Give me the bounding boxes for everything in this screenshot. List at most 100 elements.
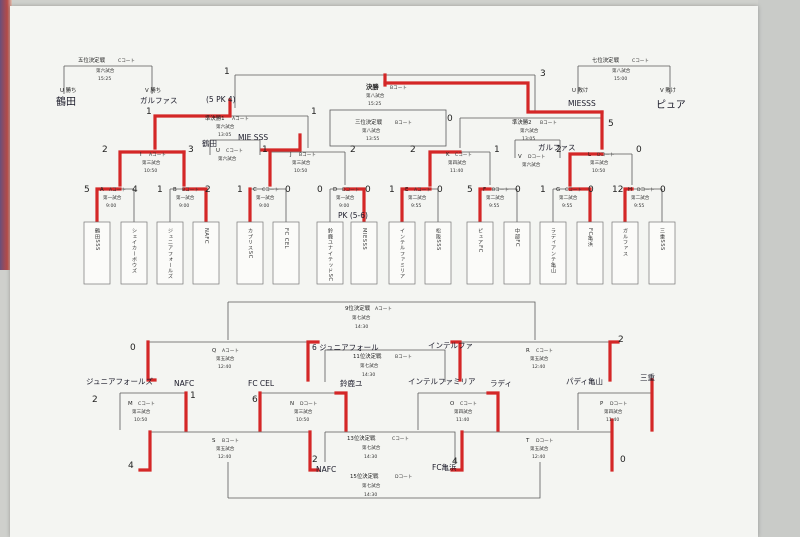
qf-score-left: 2 xyxy=(410,145,416,155)
r1-score-left: 1 xyxy=(157,185,163,195)
qf-court: Dコート xyxy=(597,152,614,158)
r1-score-left: 1 xyxy=(540,185,546,195)
match-score-left: 4 xyxy=(452,457,458,467)
r1-score-left: 1 xyxy=(389,185,395,195)
final-score-left: 1 xyxy=(224,67,230,77)
team-box-frame xyxy=(648,221,676,285)
final-game: 第八試合 xyxy=(366,92,385,99)
match-game: 第四試合 xyxy=(604,408,623,415)
match-time: 12:40 xyxy=(218,454,231,460)
semi1-score-left: 1 xyxy=(146,107,152,117)
fifth-left-team: 鶴田 xyxy=(56,95,76,108)
r1-time: 9:00 xyxy=(259,203,269,209)
team-box: MIESSS xyxy=(350,221,378,285)
third-court: Bコート xyxy=(395,120,412,126)
v-court: Dコート xyxy=(528,154,545,160)
u-court: Cコート xyxy=(226,148,243,154)
team-box: FC CEL xyxy=(272,221,300,285)
semi2-title: 準決勝2 xyxy=(512,118,532,126)
bottom-labels: 9位決定戦 Aコート 第七試合 14:30 11位決定戦 Bコート 第七試合 1… xyxy=(86,304,655,498)
team-box-frame xyxy=(192,221,220,285)
r1-game: 第一試合 xyxy=(336,194,355,201)
r1-id: D xyxy=(333,187,337,193)
fifth-left-label: U 勝ち xyxy=(60,86,76,94)
n-score: 6 xyxy=(252,395,258,405)
r1-id: G xyxy=(556,187,560,193)
match-time: 10:50 xyxy=(296,417,309,423)
qf-id: I xyxy=(140,152,142,158)
r1-score-right: 2 xyxy=(205,185,211,195)
team-box-frame xyxy=(316,221,344,285)
match-score-right: 0 xyxy=(620,455,626,465)
seventh-court: Cコート xyxy=(632,58,649,64)
third-title: 三位決定戦 xyxy=(355,118,383,126)
qf-game: 第三試合 xyxy=(142,159,161,166)
final-time: 15:25 xyxy=(368,101,381,107)
match-time: 11:40 xyxy=(456,417,469,423)
match-score-right: 1 xyxy=(190,391,196,401)
final-court: Bコート xyxy=(390,85,407,91)
qf-id: K xyxy=(446,152,450,158)
qf-court: Aコート xyxy=(149,152,166,158)
team-box: 鈴鹿ユナイテッドSC xyxy=(316,221,344,285)
r1-game: 第二試合 xyxy=(486,194,505,201)
r1-court: Bコート xyxy=(182,187,199,193)
r1-score-left: 5 xyxy=(84,185,90,195)
semi2-time: 13:05 xyxy=(522,136,535,142)
team-box-frame xyxy=(424,221,452,285)
eleventh-time: 14:30 xyxy=(362,372,375,378)
poster-edge xyxy=(0,0,12,270)
r1-time: 9:55 xyxy=(562,203,572,209)
team-box: FC亀浜 xyxy=(576,221,604,285)
fifth-right-label: V 勝ち xyxy=(145,86,161,94)
r1-score-right: 0 xyxy=(285,185,291,195)
match-court: Bコート xyxy=(222,438,239,444)
qf-id: J xyxy=(289,152,292,158)
qf-time: 10:50 xyxy=(592,168,605,174)
fifteenth-court: Dコート xyxy=(395,474,412,480)
match-game: 第三試合 xyxy=(294,408,313,415)
fifth-title: 五位決定戦 xyxy=(78,56,106,64)
team-name: NAFC xyxy=(203,228,209,244)
seventh-right-label: V 敗け xyxy=(660,86,676,94)
r1-score-right: 0 xyxy=(588,185,594,195)
thirteenth-court: Cコート xyxy=(392,436,409,442)
match-game: 第四試合 xyxy=(454,408,473,415)
ninth-title: 9位決定戦 xyxy=(345,304,371,312)
top-labels: 決勝 Bコート 第八試合 15:25 1 3 三位決定戦 Bコート 第八試合 1… xyxy=(56,56,686,168)
team-box-frame xyxy=(466,221,494,285)
r1-court: Cコート xyxy=(262,187,279,193)
match-id: S xyxy=(212,438,216,444)
team-box: ラディアンテ亀山 xyxy=(539,221,567,285)
fifth-game: 第六試合 xyxy=(96,67,115,74)
semi2-game: 第六試合 xyxy=(520,127,539,134)
r1-score-right: 0 xyxy=(365,185,371,195)
team-name: ガルファス xyxy=(622,228,628,257)
r1-id: E xyxy=(405,187,409,193)
team-box: シェイカーボウズ xyxy=(120,221,148,285)
bottom-bracket-lines xyxy=(119,301,653,499)
r1-time: 9:00 xyxy=(106,203,116,209)
qf-score-left: 2 xyxy=(556,145,562,155)
seventh-game: 第八試合 xyxy=(612,67,631,74)
n-left-team: FC CEL xyxy=(248,379,275,388)
match-game: 第五試合 xyxy=(216,445,235,452)
qf-score-right: 3 xyxy=(188,145,194,155)
u-game: 第六試合 xyxy=(218,155,237,162)
team-name: シェイカーボウズ xyxy=(131,228,137,274)
r1-time: 9:55 xyxy=(634,203,644,209)
third-time: 13:55 xyxy=(366,136,379,142)
match-time: 11:40 xyxy=(606,417,619,423)
qf-court: Bコート xyxy=(299,152,316,158)
p-right-team: 三重 xyxy=(640,373,655,382)
match-time: 12:40 xyxy=(218,364,231,370)
r1-court: Dコート xyxy=(637,187,654,193)
match-score-left: 2 xyxy=(92,395,98,405)
team-box-frame xyxy=(611,221,639,285)
match-id: O xyxy=(450,401,454,407)
r1-score-right: 0 xyxy=(660,185,666,195)
